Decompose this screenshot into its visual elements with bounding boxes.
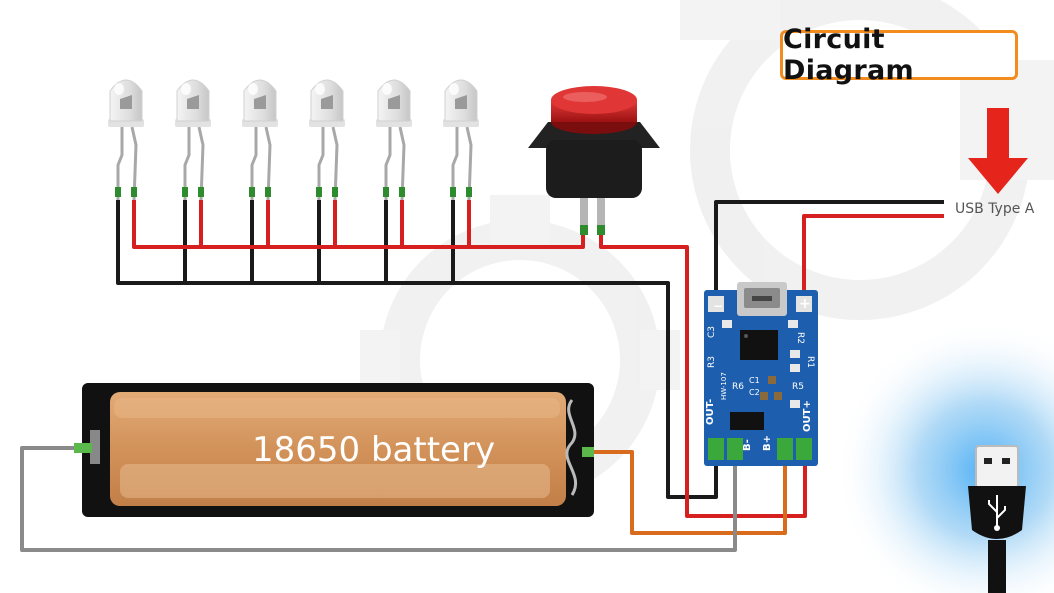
push-button (528, 86, 660, 235)
pcb-marking-c3: C3 (707, 325, 717, 338)
background-gear-graphic (360, 0, 1054, 390)
battery-holder (74, 383, 594, 517)
led-2 (175, 79, 211, 201)
usb-type-a-label: USB Type A (955, 201, 1035, 217)
black-ground-wire (116, 200, 944, 499)
battery-label: 18650 battery (252, 430, 496, 470)
red-led-wire (132, 200, 944, 518)
pin-input-plus: + (799, 296, 811, 312)
led-5 (376, 79, 412, 201)
pcb-marking-r5: R5 (792, 382, 804, 392)
led-3 (242, 79, 278, 201)
pcb-marking-r1: R1 (805, 356, 815, 368)
led-1 (108, 79, 144, 201)
usb-glow (835, 320, 1054, 593)
led-4 (309, 79, 345, 201)
pin-out-minus: OUT- (705, 398, 716, 425)
diagram-title-box: Circuit Diagram (780, 24, 1018, 86)
led-group (108, 79, 479, 201)
pin-b-plus: B+ (762, 434, 773, 451)
charger-module (704, 282, 818, 466)
pcb-marking-r2: R2 (795, 332, 805, 344)
diagram-title: Circuit Diagram (783, 24, 914, 86)
pcb-marking-c2: C2 (749, 388, 760, 397)
pin-b-minus: B- (742, 439, 753, 451)
red-down-arrow-icon (968, 108, 1028, 194)
usb-plug-icon (968, 445, 1026, 593)
orange-battery-positive-wire (590, 450, 787, 535)
pin-input-minus: − (713, 299, 724, 313)
gray-battery-negative-wire (20, 446, 737, 552)
pcb-marking-r3: R3 (707, 356, 717, 368)
pcb-marking-c1: C1 (749, 376, 760, 385)
pcb-marking-model: HW-107 (720, 372, 728, 400)
pcb-marking-r6: R6 (732, 382, 744, 392)
led-6 (443, 79, 479, 201)
pin-out-plus: OUT+ (802, 400, 813, 432)
